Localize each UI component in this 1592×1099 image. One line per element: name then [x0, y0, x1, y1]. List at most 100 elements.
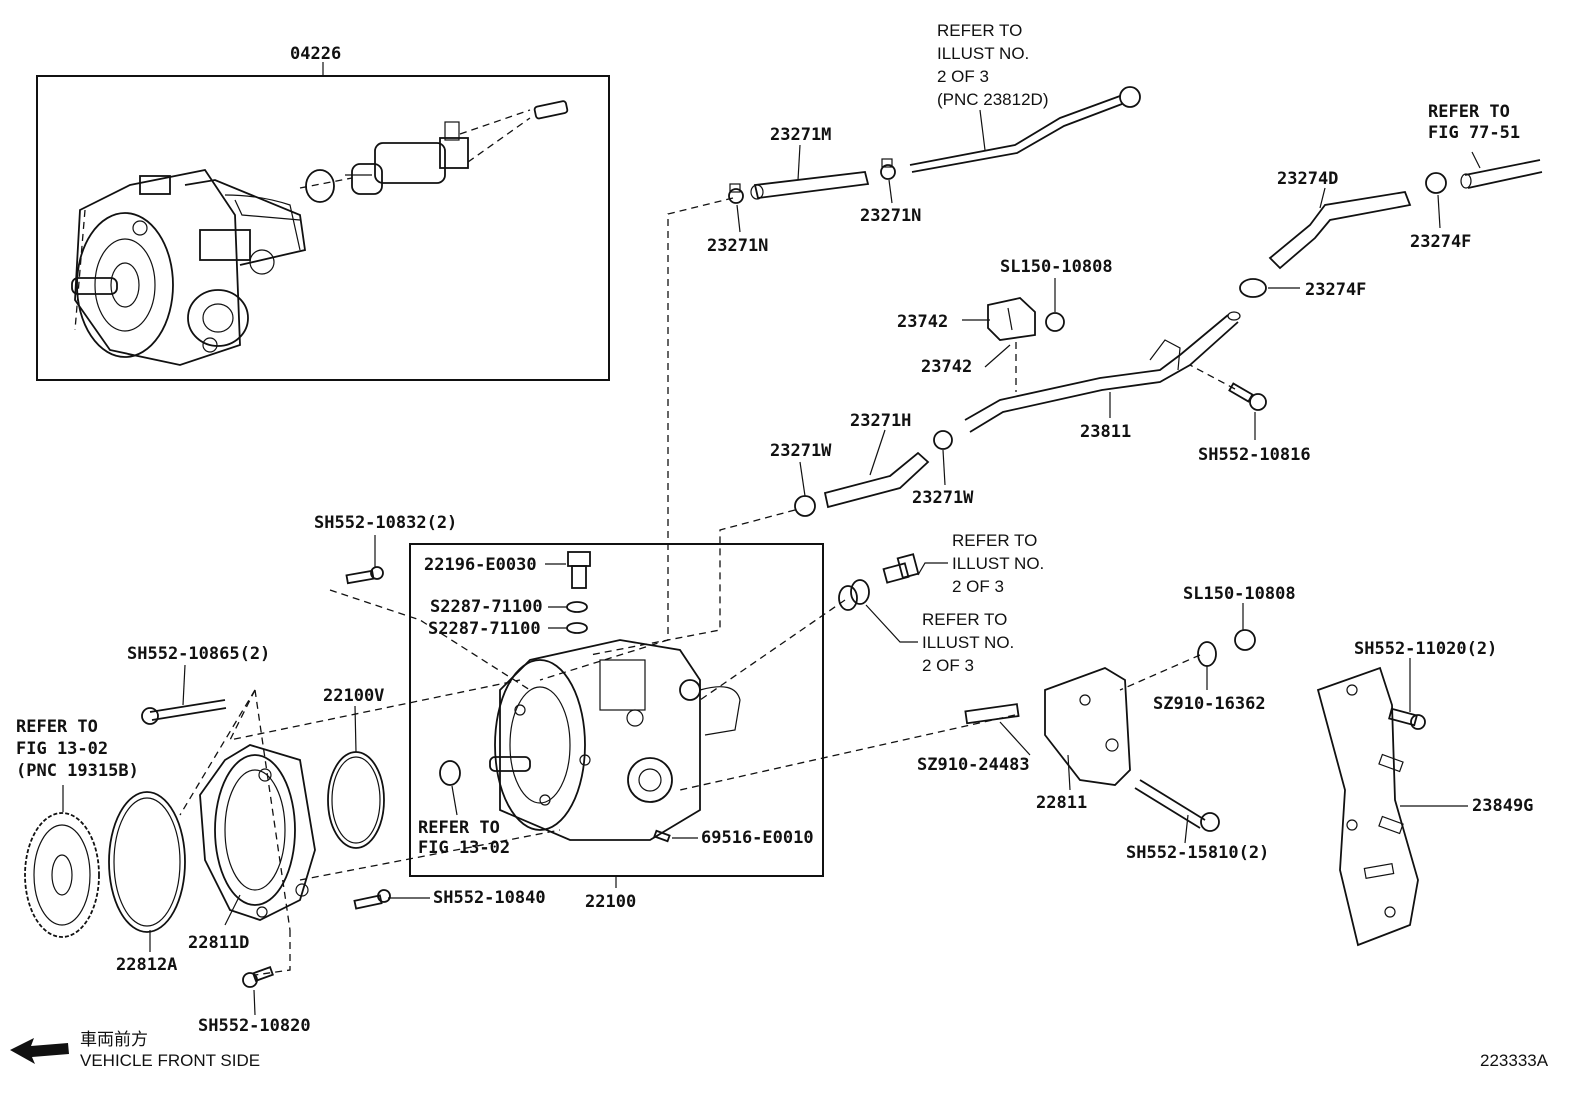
o-ring-22100V [327, 751, 385, 849]
stud-SZ910-24483 [964, 703, 1020, 725]
svg-text:2 OF 3: 2 OF 3 [937, 67, 989, 86]
label-23274F-lower: 23274F [1305, 280, 1366, 300]
clamp-23271N-right [880, 158, 896, 180]
direction-english: VEHICLE FRONT SIDE [80, 1051, 260, 1070]
bolt-SH552-10820 [242, 966, 274, 988]
supply-pump-22100-drawing [489, 639, 741, 841]
label-SH552-10816: SH552-10816 [1198, 445, 1311, 465]
svg-text:ILLUST NO.: ILLUST NO. [922, 633, 1014, 652]
label-23271M: 23271M [770, 125, 831, 145]
flange-22811D [199, 744, 316, 921]
clamp-23274F-top [1425, 172, 1447, 194]
ref-note-fig-13-02-pnc: REFER TO FIG 13-02 (PNC 19315B) [16, 717, 139, 781]
nut-SL150-10808-lower [1234, 629, 1256, 651]
label-23274D: 23274D [1277, 169, 1338, 189]
washer-S2287-71100-upper [566, 601, 588, 613]
svg-text:(PNC 19315B): (PNC 19315B) [16, 761, 139, 781]
label-23271W-right: 23271W [912, 488, 974, 508]
ref-note-fig-77-51: REFER TO FIG 77-51 [1428, 102, 1520, 143]
label-SL150-10808-top: SL150-10808 [1000, 257, 1113, 277]
label-S2287-71100-upper: S2287-71100 [430, 597, 543, 617]
label-04226: 04226 [290, 44, 341, 64]
svg-text:2 OF 3: 2 OF 3 [952, 577, 1004, 596]
label-69516-E0010: 69516-E0010 [701, 828, 814, 848]
pin-69516-E0010 [653, 829, 671, 843]
label-SL150-10808-lower: SL150-10808 [1183, 584, 1296, 604]
label-22812A: 22812A [116, 955, 177, 975]
label-23811: 23811 [1080, 422, 1131, 442]
bolt-SH552-15810 [1134, 779, 1220, 832]
gasket-refer-illust-lower [838, 579, 870, 611]
label-SZ910-16362: SZ910-16362 [1153, 694, 1266, 714]
connector-refer-illust-upper [882, 553, 920, 584]
svg-text:ILLUST NO.: ILLUST NO. [952, 554, 1044, 573]
nut-SL150-10808-top [1045, 312, 1065, 332]
label-22100V: 22100V [323, 686, 384, 706]
bolt-SH552-11020 [1388, 707, 1426, 730]
bolt-22196-E0030 [567, 551, 591, 589]
label-23271W-left: 23271W [770, 441, 832, 461]
label-23271N-right: 23271N [860, 206, 921, 226]
assembly-box-04226 [36, 75, 610, 381]
svg-text:FIG 13-02: FIG 13-02 [418, 838, 510, 858]
label-22811D: 22811D [188, 933, 249, 953]
ref-note-illust-lower: REFER TO ILLUST NO. 2 OF 3 [922, 610, 1014, 675]
label-SH552-10865: SH552-10865(2) [127, 644, 270, 664]
label-SH552-10832: SH552-10832(2) [314, 513, 457, 533]
fuel-hose-23271M [750, 171, 870, 200]
pump-assembly-04226-drawing [71, 100, 569, 366]
alignment-dash-lines [179, 197, 1236, 976]
svg-text:FIG 77-51: FIG 77-51 [1428, 123, 1520, 143]
clamp-23271N-left [728, 183, 744, 204]
svg-text:2 OF 3: 2 OF 3 [922, 656, 974, 675]
clamp-23274F-lower [1239, 278, 1267, 298]
bolt-SH552-10865 [141, 699, 227, 725]
label-23742-upper: 23742 [897, 312, 948, 332]
clamp-23271W-left [794, 495, 816, 517]
svg-text:REFER TO: REFER TO [952, 531, 1037, 550]
label-SH552-10820: SH552-10820 [198, 1016, 311, 1036]
diagram-id: 223333A [1480, 1051, 1549, 1070]
svg-text:ILLUST NO.: ILLUST NO. [937, 44, 1029, 63]
label-23274F-top: 23274F [1410, 232, 1471, 252]
label-SZ910-24483: SZ910-24483 [917, 755, 1030, 775]
front-arrow-icon [10, 1038, 69, 1064]
direction-japanese: 車両前方 [80, 1030, 148, 1049]
label-23849G: 23849G [1472, 796, 1533, 816]
fuel-pipe-23812D [909, 86, 1141, 173]
collar-SZ910-16362 [1197, 641, 1217, 667]
bracket-23849G [1316, 666, 1419, 947]
fuel-pipe-23811 [964, 311, 1241, 433]
bolt-SH552-10832 [345, 566, 384, 585]
washer-S2287-71100-lower [566, 622, 588, 634]
label-23271H: 23271H [850, 411, 911, 431]
ref-note-pnc-23812D: REFER TO ILLUST NO. 2 OF 3 (PNC 23812D) [937, 21, 1049, 109]
clamp-23271W-right [933, 430, 953, 450]
fuel-hose-23271H [823, 451, 930, 509]
svg-text:FIG 13-02: FIG 13-02 [16, 739, 108, 759]
bolt-SH552-10840 [353, 889, 391, 910]
svg-text:REFER TO: REFER TO [418, 818, 500, 838]
label-23271N-left: 23271N [707, 236, 768, 256]
label-23742-lower: 23742 [921, 357, 972, 377]
label-SH552-15810: SH552-15810(2) [1126, 843, 1269, 863]
nut-fig-13-02-inner [439, 760, 461, 786]
label-S2287-71100-lower: S2287-71100 [428, 619, 541, 639]
leader-lines [62, 109, 1481, 1016]
label-22100: 22100 [585, 892, 636, 912]
vehicle-front-direction: 車両前方 VEHICLE FRONT SIDE [10, 1030, 260, 1070]
label-SH552-10840: SH552-10840 [433, 888, 546, 908]
svg-text:REFER TO: REFER TO [1428, 102, 1510, 122]
ref-note-illust-upper: REFER TO ILLUST NO. 2 OF 3 [952, 531, 1044, 596]
ref-note-fig-13-02: REFER TO FIG 13-02 [418, 818, 510, 858]
svg-text:REFER TO: REFER TO [922, 610, 1007, 629]
fuel-pipe-fig-77-51 [1460, 159, 1543, 189]
bracket-22811 [1044, 667, 1131, 786]
fuel-hose-23274D [1268, 190, 1412, 270]
label-22811: 22811 [1036, 793, 1087, 813]
svg-text:REFER TO: REFER TO [16, 717, 98, 737]
svg-text:REFER TO: REFER TO [937, 21, 1022, 40]
gear-fig-13-02 [24, 812, 100, 938]
label-22196-E0030: 22196-E0030 [424, 555, 537, 575]
